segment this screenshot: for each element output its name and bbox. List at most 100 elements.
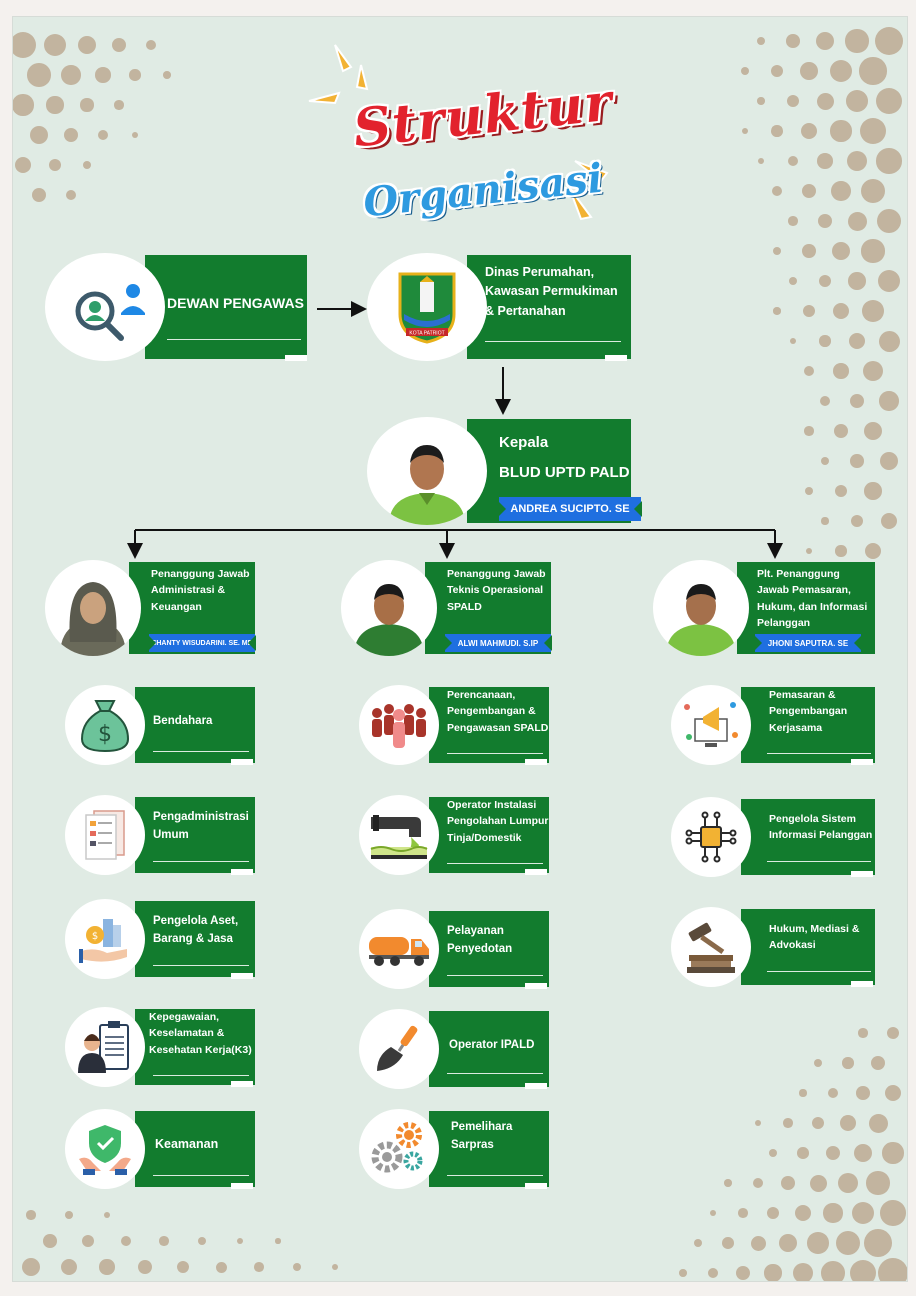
decorative-dot (292, 1262, 302, 1272)
decorative-dot (707, 1267, 719, 1279)
decorative-dot (820, 396, 830, 406)
decorative-dot (771, 185, 783, 197)
dinas-box: KOTA PATRIOT Dinas Perumahan, Kawasan Pe… (367, 253, 631, 361)
decorative-dot (757, 97, 765, 105)
decorative-dot (859, 57, 887, 85)
decorative-dot (821, 517, 829, 525)
decorative-dot (789, 277, 797, 285)
decorative-dot (799, 1089, 807, 1097)
decorative-dot (802, 304, 816, 318)
decorative-dot (848, 332, 866, 350)
decorative-dot (820, 456, 830, 466)
decorative-dot (834, 484, 848, 498)
decorative-dot (60, 1258, 78, 1276)
decorative-dot (879, 451, 899, 471)
decorative-dot (878, 330, 900, 352)
decorative-dot (771, 125, 783, 137)
decorative-dot (758, 158, 764, 164)
decorative-dot (876, 148, 902, 174)
city-logo-text: KOTA PATRIOT (409, 331, 444, 337)
title-burst-icon (308, 44, 369, 105)
decorative-dot (815, 31, 835, 51)
decorative-dot (845, 29, 869, 53)
title-burst-icon (568, 160, 609, 221)
decorative-dot (95, 67, 111, 83)
decorative-dot (860, 118, 886, 144)
decorative-dot (882, 1142, 904, 1164)
decorative-dot (875, 27, 903, 55)
decorative-dot (862, 300, 884, 322)
decorative-dot (854, 1144, 872, 1162)
decorative-dot (877, 269, 901, 293)
gavel-icon (687, 922, 735, 973)
decorative-dot (805, 547, 813, 555)
decorative-dots (13, 17, 907, 1281)
decorative-dot (886, 1026, 900, 1040)
decorative-dot (884, 1084, 902, 1102)
city-logo-icon: KOTA PATRIOT (398, 272, 456, 344)
col3-label-0: Pemasaran & Pengembangan Kerjasama (769, 689, 848, 734)
decorative-dot (13, 94, 34, 116)
decorative-dot (875, 87, 903, 115)
decorative-dot (787, 155, 799, 167)
decorative-dot (800, 62, 818, 80)
decorative-dot (120, 1235, 132, 1247)
decorative-dot (764, 1264, 782, 1281)
decorative-dot (856, 1086, 870, 1100)
decorative-dot (803, 365, 815, 377)
decorative-dot (48, 158, 62, 172)
col1-item-pengadministrasi: Pengadministrasi Umum (65, 795, 255, 875)
decorative-dot (878, 1258, 907, 1281)
decorative-dot (789, 337, 797, 345)
col2-label-3: Operator IPALD (449, 1039, 535, 1051)
decorative-dot (722, 1237, 734, 1249)
pipe-icon (370, 815, 428, 859)
col3-item-hukum: Hukum, Mediasi & Advokasi (671, 907, 875, 987)
decorative-dot (804, 426, 814, 436)
decorative-dot (778, 1233, 798, 1253)
decorative-dot (880, 1200, 906, 1226)
decorative-dot (795, 1205, 811, 1221)
documents-icon (85, 810, 125, 860)
decorative-dot (816, 92, 834, 110)
marketing-icon (684, 702, 738, 747)
decorative-dot (131, 131, 139, 139)
col3-label-1: Pengelola Sistem Informasi Pelanggan (769, 813, 873, 842)
decorative-dot (754, 1119, 762, 1127)
decorative-dot (800, 122, 818, 140)
decorative-dot (22, 1258, 40, 1276)
decorative-dot (97, 129, 109, 141)
decorative-dot (788, 216, 798, 226)
col2-label-2: Pelayanan Penyedotan (447, 925, 513, 955)
decorative-dot (837, 1172, 859, 1194)
col1-label-4: Keamanan (155, 1137, 219, 1151)
network-chip-icon (685, 811, 737, 863)
col2-item-penyedotan: Pelayanan Penyedotan (359, 909, 549, 989)
clipboard-person-icon (78, 1021, 129, 1073)
decorative-dot (63, 127, 79, 143)
trowel-icon (377, 1025, 418, 1071)
decorative-dot (831, 181, 851, 201)
decorative-dot (829, 59, 853, 83)
decorative-dot (851, 515, 863, 527)
col3-item-pemasaran: Pemasaran & Pengembangan Kerjasama (671, 685, 875, 765)
decorative-dot (766, 1206, 780, 1220)
tank-truck-icon (369, 937, 429, 966)
kepala-name-ribbon: ANDREA SUCIPTO. SE (499, 497, 641, 521)
decorative-dot (331, 1263, 339, 1271)
col1-item-keamanan: Keamanan (65, 1109, 255, 1189)
decorative-dot (65, 1211, 73, 1219)
decorative-dot (275, 1238, 281, 1244)
decorative-dot (818, 274, 832, 288)
col2-label-4: Pemelihara Sarpras (451, 1121, 513, 1151)
decorative-dot (770, 64, 784, 78)
decorative-dot (880, 512, 898, 530)
decorative-dot (823, 1203, 843, 1223)
head-pemasaran-name: JHONI SAPUTRA. SE (755, 634, 861, 652)
decorative-dot (724, 1179, 732, 1187)
decorative-dot (811, 1116, 825, 1130)
decorative-dot (26, 1210, 36, 1220)
decorative-dot (851, 1201, 875, 1225)
head-admin-photo-icon (60, 582, 126, 656)
decorative-dot (741, 127, 749, 135)
